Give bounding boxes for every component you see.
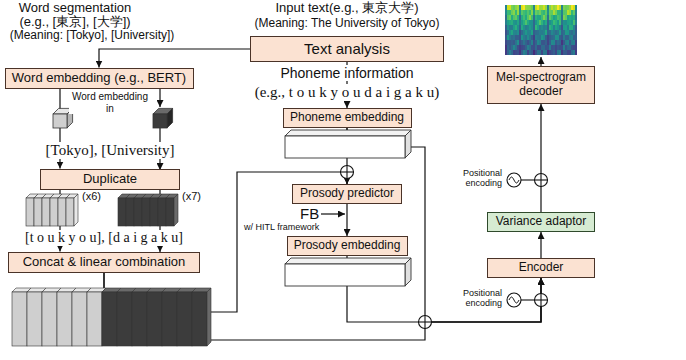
sum-symbol [419,316,432,329]
annotation-label: Input text(e.g., 東京大学) [273,1,420,16]
box-label: Encoder [519,261,564,275]
embedding-cube [153,108,173,128]
sum-symbol [535,294,548,307]
annotation-label: (Meaning: [Tokyo], [University]) [8,29,177,43]
process-box: Mel-spectrogram decoder [487,66,595,104]
process-box: Encoder [487,258,595,278]
process-box: Prosody embedding [287,236,408,256]
connector-arrow [346,204,347,236]
duplicated-embedding [26,194,78,226]
combined-embedding [12,288,106,346]
box-label: Word embedding (e.g., BERT) [12,71,186,86]
annotation-label: Positional encoding [448,168,504,189]
annotation-label: (e.g., [東京], [大学]) [17,15,132,30]
duplicated-embedding [118,194,178,226]
box-label: Mel-spectrogram decoder [488,71,594,99]
connector-arrow [99,49,250,68]
annotation-label: [Tokyo], [University] [44,142,177,159]
process-box: Word embedding (e.g., BERT) [5,68,194,89]
box-label: Prosody embedding [294,239,401,253]
box-label: Text analysis [304,40,390,57]
box-label: Prosody predictor [300,187,394,201]
connector-arrow [540,232,541,258]
connector-arrow [540,104,541,212]
sum-symbol [535,174,548,187]
annotation-label: (Meaning: The University of Tokyo) [253,17,442,31]
annotation-label: [t o u k y o u], [d a i g a k u] [23,230,185,246]
annotation-label: (x6) [80,190,103,203]
positional-encoding-symbol [507,293,534,307]
box-label: Variance adaptor [496,215,587,229]
annotation-label: Phoneme information [278,65,415,81]
flow-arrow [159,88,160,107]
feature-vector [285,258,411,286]
combined-embedding [102,288,211,346]
annotation-label: (x7) [180,190,203,203]
feedback-label: FB [298,205,321,222]
process-box: Variance adaptor [487,212,595,232]
feedback-arrow [321,213,345,214]
feature-vector [285,130,411,158]
annotation-label: w/ HITL framework [242,222,321,232]
annotation-label: Word embedding in [69,91,151,114]
box-label: Concat & linear combination [23,255,186,270]
sum-symbol [341,166,354,179]
process-box: Prosody predictor [292,184,402,204]
box-label: Duplicate [83,172,137,187]
annotation-label: Positional encoding [448,288,504,309]
mel-spectrogram-image [505,5,577,55]
annotation-label: (e.g., t o u k y o u d a i g a k u) [253,84,442,101]
annotation-label: Word segmentation [17,1,134,16]
process-box: Concat & linear combination [8,252,200,273]
box-label: Phoneme embedding [290,111,404,125]
process-box: Phoneme embedding [283,108,412,128]
positional-encoding-symbol [507,173,534,187]
flow-arrow [540,57,541,66]
process-box: Text analysis [250,36,444,62]
process-box: Duplicate [40,169,180,190]
